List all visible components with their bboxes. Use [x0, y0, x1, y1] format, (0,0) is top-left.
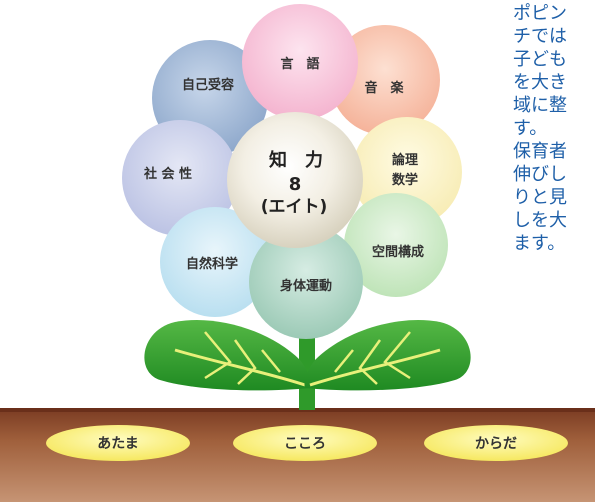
flower-center: 知 力 8 (エイト) [227, 112, 363, 248]
svg-text:知 力: 知 力 [269, 149, 323, 171]
oval-karada: からだ [424, 425, 568, 461]
svg-text:空間構成: 空間構成 [372, 244, 424, 260]
svg-text:8: 8 [289, 174, 302, 195]
text-line: ます。 [513, 233, 566, 254]
svg-text:論理: 論理 [392, 152, 418, 168]
right-leaf [304, 319, 471, 391]
petal-kukan: 空間構成 [344, 193, 448, 297]
svg-text:こころ: こころ [284, 436, 326, 452]
text-line: 伸びし [513, 164, 567, 185]
text-line: りと見 [513, 187, 567, 208]
petal-gengo: 言 語 [242, 4, 358, 120]
stem [299, 330, 315, 410]
text-line: ポピン [513, 3, 567, 24]
petal-shizen: 自然科学 [160, 207, 270, 317]
svg-text:身体運動: 身体運動 [280, 278, 332, 294]
svg-text:言 語: 言 語 [280, 56, 319, 72]
oval-atama: あたま [46, 425, 190, 461]
svg-text:自然科学: 自然科学 [186, 256, 238, 272]
text-line: 域に整 [513, 95, 567, 116]
petal-shintai: 身体運動 [249, 225, 363, 339]
svg-text:あたま: あたま [97, 436, 139, 452]
svg-text:数学: 数学 [392, 172, 418, 188]
text-line: す。 [513, 118, 548, 139]
text-line: 保育者 [513, 141, 567, 162]
petal-shakaisei: 社 会 性 [122, 120, 238, 236]
svg-text:自己受容: 自己受容 [182, 77, 234, 93]
left-leaf [144, 319, 311, 391]
text-line: チでは [513, 26, 567, 47]
svg-text:音 楽: 音 楽 [364, 80, 404, 96]
petal-ongaku: 音 楽 [330, 25, 440, 135]
oval-kokoro: こころ [233, 425, 377, 461]
text-line: しを大 [513, 210, 567, 231]
description-text: ポピン チでは 子ども を大き 域に整 す。 保育者 伸びし りと見 しを大 ま… [513, 2, 595, 255]
text-line: 子ども [513, 49, 567, 70]
svg-text:社 会 性: 社 会 性 [143, 166, 192, 182]
svg-text:(エイト): (エイト) [261, 197, 328, 217]
svg-text:からだ: からだ [475, 436, 517, 452]
text-line: を大き [513, 72, 567, 93]
